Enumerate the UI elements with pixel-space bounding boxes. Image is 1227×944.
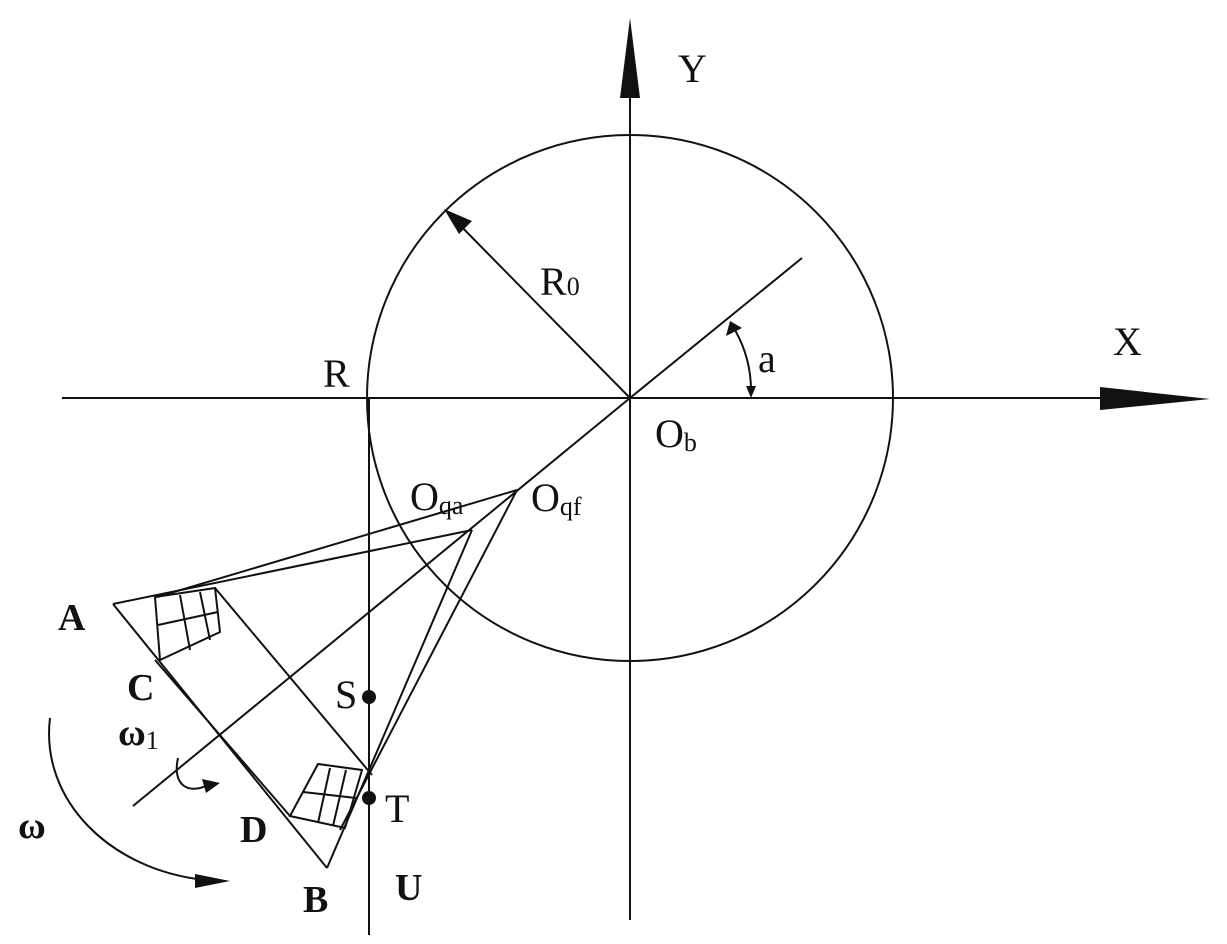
lower-block-hatch-2 <box>317 767 331 824</box>
base-circle <box>366 134 894 662</box>
angle-arc <box>731 324 753 393</box>
x-axis-arrowhead <box>1100 387 1210 410</box>
y-axis-label: Y <box>678 46 707 91</box>
point-t-label: T <box>385 786 409 831</box>
center-ob-label: Ob <box>655 411 697 457</box>
x-axis-label: X <box>1113 319 1142 364</box>
omega-label: ω <box>18 805 46 847</box>
angle-ray <box>629 257 803 399</box>
triangle-a-oqa <box>112 529 473 605</box>
point-r-label: R <box>323 351 350 396</box>
point-c-label: C <box>127 667 154 709</box>
point-s-label: S <box>335 672 357 717</box>
lower-block <box>288 762 364 830</box>
omega1-arrowhead <box>202 779 220 793</box>
y-axis-arrowhead <box>620 18 640 98</box>
lower-block-hatch-3 <box>332 769 347 827</box>
point-u-label: U <box>395 867 422 909</box>
upper-block-hatch-3 <box>199 591 211 641</box>
omega1-label: ω1 <box>118 712 159 755</box>
parallel-line-2 <box>154 659 291 817</box>
parallel-line-1 <box>214 587 373 776</box>
omega-arc <box>48 717 206 881</box>
oqf-label: Oqf <box>531 475 582 521</box>
inner-oqf-left <box>156 489 518 598</box>
lower-block-hatch-1 <box>302 791 357 799</box>
angle-arrow-bottom <box>746 386 756 398</box>
point-a-label: A <box>58 597 86 639</box>
point-s <box>362 690 376 704</box>
radius-label: R0 <box>540 259 580 304</box>
radius-r0-line <box>447 212 631 399</box>
angle-label: a <box>758 336 776 381</box>
angle-arrow-top <box>726 321 742 336</box>
upper-block-hatch-2 <box>179 594 191 651</box>
upper-block-hatch-1 <box>157 611 219 626</box>
upper-block <box>153 586 222 662</box>
omega-arrowhead <box>195 874 230 888</box>
radius-r0-arrowhead <box>444 209 472 234</box>
omega1-arc <box>175 757 209 790</box>
point-t <box>362 791 376 805</box>
inner-oqf-bottom <box>339 489 518 831</box>
point-d-label: D <box>240 809 267 851</box>
oqa-label: Oqa <box>410 474 464 520</box>
point-b-label: B <box>303 879 328 921</box>
triangle-oqa-b <box>326 529 473 869</box>
centerline-ob <box>132 397 631 807</box>
